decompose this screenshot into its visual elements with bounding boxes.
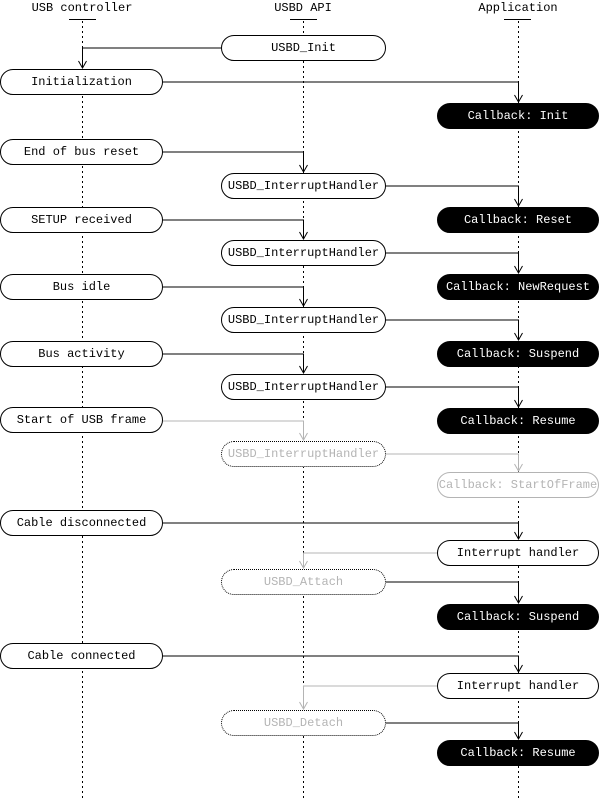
msg-interrupthandler-to-callback-resume xyxy=(386,386,523,409)
msg-usbd-attach-to-callback-suspend xyxy=(386,581,523,605)
msg-bus-idle-to-interrupthandler xyxy=(163,286,308,308)
event-box-bus-idle: Bus idle xyxy=(0,274,163,300)
api-call-box-interrupthandler-inactive: USBD_InterruptHandler xyxy=(221,441,386,467)
msg-interrupthandler-to-callback-newrequest xyxy=(386,252,523,275)
msg-interrupt-handler-to-usbd-attach-inactive xyxy=(299,552,437,570)
callback-box-startofframe-inactive: Callback: StartOfFrame xyxy=(437,472,599,498)
api-call-box-interrupthandler-4: USBD_InterruptHandler xyxy=(221,374,386,400)
api-call-box-usbd-init: USBD_Init xyxy=(221,35,386,61)
column-header-usb-controller: USB controller xyxy=(31,1,133,15)
callback-box-resume-1: Callback: Resume xyxy=(437,408,599,434)
msg-interrupthandler-to-callback-reset xyxy=(386,185,523,208)
handler-box-interrupt-handler-2: Interrupt handler xyxy=(437,673,599,699)
msg-usbd-detach-to-callback-resume xyxy=(386,722,523,741)
msg-bus-activity-to-interrupthandler xyxy=(163,353,308,375)
event-box-start-of-usb-frame: Start of USB frame xyxy=(0,407,163,433)
event-box-cable-disconnected: Cable disconnected xyxy=(0,510,163,536)
msg-cable-disconnected-to-interrupt-handler xyxy=(163,522,523,541)
msg-setup-received-to-interrupthandler xyxy=(163,219,308,241)
callback-box-suspend-1: Callback: Suspend xyxy=(437,341,599,367)
handler-box-interrupt-handler-1: Interrupt handler xyxy=(437,540,599,566)
api-call-box-interrupthandler-2: USBD_InterruptHandler xyxy=(221,240,386,266)
api-call-box-usbd-detach-inactive: USBD_Detach xyxy=(221,710,386,736)
api-call-box-usbd-attach-inactive: USBD_Attach xyxy=(221,569,386,595)
callback-box-resume-2: Callback: Resume xyxy=(437,740,599,766)
msg-interrupthandler-to-callback-suspend xyxy=(386,319,523,342)
event-box-bus-activity: Bus activity xyxy=(0,341,163,367)
callback-box-suspend-2: Callback: Suspend xyxy=(437,604,599,630)
event-box-end-of-bus-reset: End of bus reset xyxy=(0,139,163,165)
callback-box-init: Callback: Init xyxy=(437,103,599,129)
msg-initialization-to-callback-init xyxy=(163,81,523,104)
api-call-box-interrupthandler-3: USBD_InterruptHandler xyxy=(221,307,386,333)
callback-box-newrequest: Callback: NewRequest xyxy=(437,274,599,300)
msg-interrupthandler-to-callback-startofframe-inactive xyxy=(386,453,523,473)
msg-start-of-usb-frame-to-interrupthandler-inactive xyxy=(163,420,308,442)
event-box-initialization: Initialization xyxy=(0,69,163,95)
msg-end-of-bus-reset-to-interrupthandler xyxy=(163,151,308,174)
column-header-usbd-api: USBD API xyxy=(274,1,332,15)
event-box-cable-connected: Cable connected xyxy=(0,643,163,669)
api-call-box-interrupthandler-1: USBD_InterruptHandler xyxy=(221,173,386,199)
column-header-application: Application xyxy=(478,1,558,15)
msg-usbd-init-to-initialization xyxy=(78,47,221,70)
msg-cable-connected-to-interrupt-handler xyxy=(163,655,523,674)
event-box-setup-received: SETUP received xyxy=(0,207,163,233)
msg-interrupt-handler-to-usbd-detach-inactive xyxy=(299,685,437,711)
callback-box-reset: Callback: Reset xyxy=(437,207,599,233)
